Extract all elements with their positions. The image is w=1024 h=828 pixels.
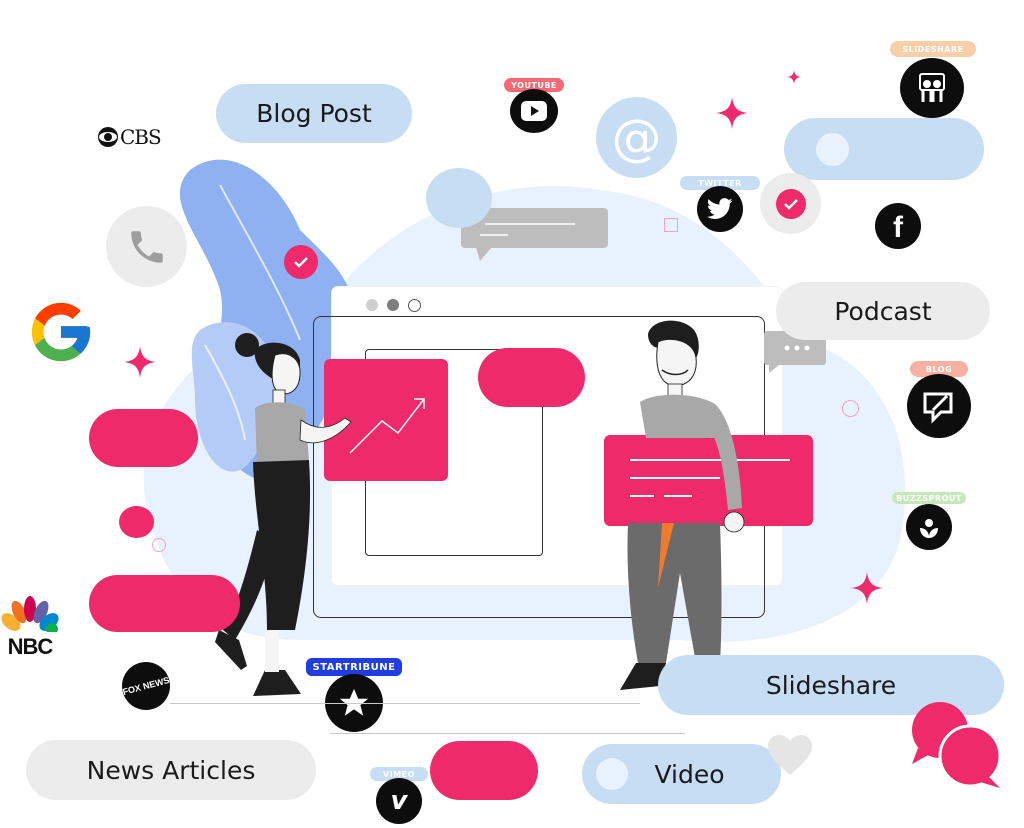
buzzsprout-tag: BUZZSPROUT [892, 492, 966, 504]
peacock-icon [1, 596, 59, 635]
nbc-text: NBC [7, 634, 54, 659]
at-icon: @ [596, 97, 677, 178]
video-label: Video [654, 759, 725, 789]
sparkle-4 [851, 572, 883, 604]
news-articles-label: News Articles [86, 755, 256, 785]
slideshare-icon [900, 58, 964, 118]
check-icon-top [760, 173, 821, 234]
buzzsprout-icon [906, 504, 952, 550]
outline-circle-1 [152, 538, 166, 552]
google-icon [31, 302, 91, 362]
blog-tag: BLOG [910, 361, 968, 377]
heart-icon [768, 735, 812, 775]
chat-bubbles-icon [912, 702, 1002, 788]
blog-icon [907, 374, 971, 438]
news-articles-pill: News Articles [26, 740, 316, 800]
podcast-label: Podcast [834, 296, 932, 326]
pink-pill-left-1 [89, 409, 198, 467]
toggle-knob [816, 133, 849, 166]
blog-post-pill: Blog Post [216, 84, 412, 143]
twitter-icon [697, 186, 743, 232]
sparkle-2 [787, 70, 801, 84]
browser-dot-1 [366, 299, 378, 311]
chat-bubble-icon [461, 208, 608, 261]
fox-news-logo: FOX NEWS [122, 662, 170, 710]
pink-pill-top [478, 348, 585, 407]
cbs-eye-icon [98, 127, 118, 147]
youtube-icon [510, 89, 558, 133]
nbc-logo: NBC [0, 596, 60, 660]
video-toggle-knob [596, 758, 628, 790]
podcast-pill: Podcast [776, 282, 990, 340]
ground-line-2 [330, 733, 685, 734]
pink-dot [119, 506, 154, 538]
blog-post-label: Blog Post [256, 99, 372, 128]
vimeo-icon: v [376, 778, 422, 824]
outline-circle-2 [842, 400, 859, 417]
cbs-text: CBS [120, 125, 162, 149]
sparkle-1 [716, 97, 748, 129]
woman-figure [215, 333, 352, 696]
startribune-tag: STARTRIBUNE [306, 658, 402, 676]
pink-pill-left-2 [89, 575, 240, 632]
man-figure [620, 320, 745, 690]
twitter-tag: TWITTER [680, 176, 760, 190]
blue-circle [426, 168, 492, 228]
fox-news-text: FOX NEWS [121, 674, 171, 698]
sparkle-3 [124, 346, 156, 378]
ground-line-1 [170, 703, 640, 704]
facebook-icon: f [875, 203, 921, 249]
toggle-pill [784, 118, 984, 180]
video-pill: Video [582, 744, 781, 804]
check-icon-blob [284, 245, 318, 279]
browser-dot-2 [387, 299, 399, 311]
slideshare-tag: SLIDESHARE [890, 41, 976, 57]
pink-pill-bottom [430, 741, 538, 800]
cbs-logo: CBS [97, 125, 162, 149]
phone-icon [106, 206, 187, 287]
youtube-tag: YOUTUBE [504, 78, 564, 92]
vimeo-tag: VIMEO [370, 767, 428, 781]
outline-square [664, 218, 678, 232]
text-card [604, 435, 813, 526]
browser-dot-3 [408, 299, 421, 312]
slideshare-label: Slideshare [765, 670, 897, 700]
